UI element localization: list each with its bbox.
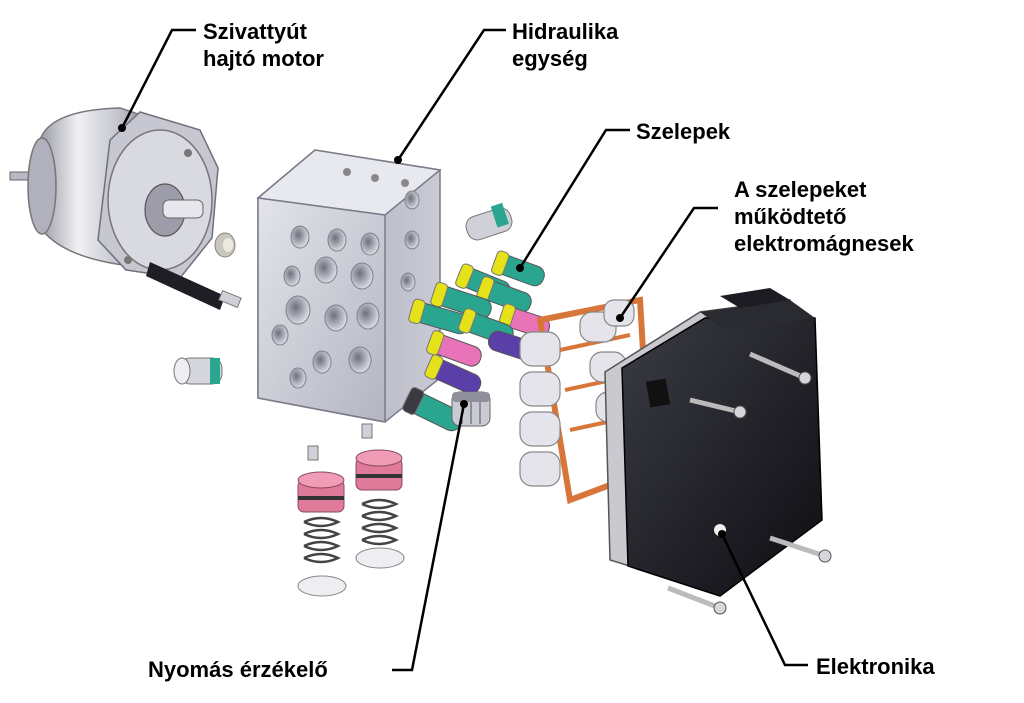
block-holes [271,190,420,389]
piston-left [297,471,347,597]
piston-right [355,449,405,569]
label-solenoids-line2: működtető [734,204,847,229]
label-solenoids-line3: elektromágnesek [734,231,914,256]
leader-electronics [720,533,808,667]
valve [465,202,513,241]
label-hydraulic-unit-line2: egység [512,46,588,71]
pressure-sensor [451,391,491,427]
label-solenoids-line1: A szelepeket [734,177,867,202]
valve [476,276,532,313]
leader-pump-motor [120,28,196,129]
label-hydraulic-unit-line1: Hidraulika [512,19,619,44]
label-valves-line1: Szelepek [636,119,731,144]
leader-endpoints [118,124,726,538]
valves-cluster [402,202,551,432]
valve [424,354,482,395]
leader-valves [518,128,630,269]
label-solenoids: A szelepeket működtető elektromágnesek [734,176,914,257]
label-hydraulic-unit: Hidraulika egység [512,18,618,72]
valve [426,330,482,367]
bushing [214,232,236,258]
label-pump-motor-line2: hajtó motor [203,46,324,71]
pistons-springs [297,423,405,597]
bolts [667,351,832,615]
valve [498,303,551,338]
leader-hydraulic-unit [396,28,506,161]
label-pump-motor-line1: Szivattyút [203,19,307,44]
pump-motor [9,107,242,310]
leader-pressure-sensor [392,403,466,672]
leader-lines [120,28,808,672]
label-pump-motor: Szivattyút hajtó motor [203,18,324,72]
label-electronics-line1: Elektronika [816,654,935,679]
valve [430,281,492,319]
label-pressure-sensor: Nyomás érzékelő [148,656,328,683]
leader-solenoids [618,206,718,319]
hydraulic-block [256,149,442,423]
loose-valve-left [173,357,223,385]
label-pressure-sensor-line1: Nyomás érzékelő [148,657,328,682]
electronics-housing [604,288,823,597]
label-electronics: Elektronika [816,653,935,680]
label-valves: Szelepek [636,118,730,145]
